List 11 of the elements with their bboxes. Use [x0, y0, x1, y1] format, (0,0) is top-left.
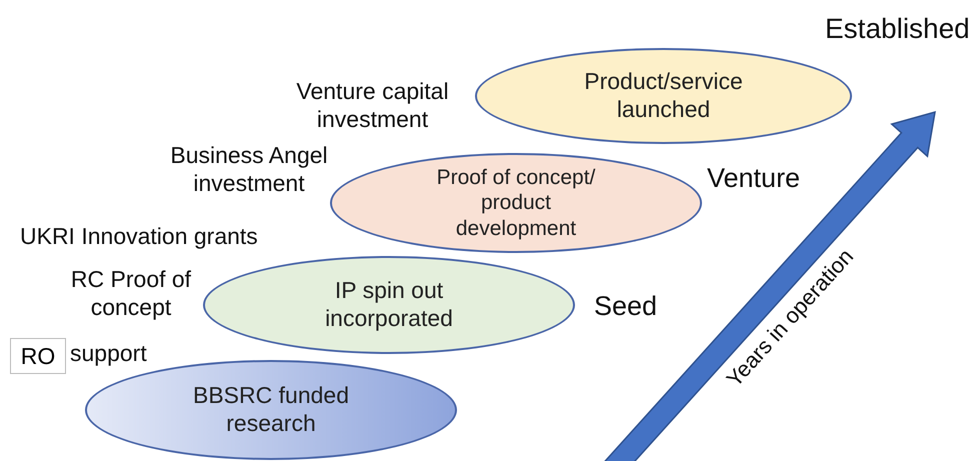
stage-ellipse: Proof of concept/ product development: [330, 153, 702, 253]
funding-label: Venture capital investment: [295, 78, 450, 134]
funding-label: RC Proof of concept: [70, 266, 192, 322]
stage-label: Established: [825, 12, 970, 46]
stage-ellipse: Product/service launched: [475, 48, 852, 144]
stage-label: Venture: [707, 162, 800, 194]
label-box: RO: [10, 338, 66, 374]
funding-label: UKRI Innovation grants: [20, 223, 258, 251]
stage-ellipse: IP spin out incorporated: [203, 256, 575, 354]
funding-label: Business Angel investment: [169, 142, 329, 198]
stage-label: Seed: [594, 290, 658, 322]
